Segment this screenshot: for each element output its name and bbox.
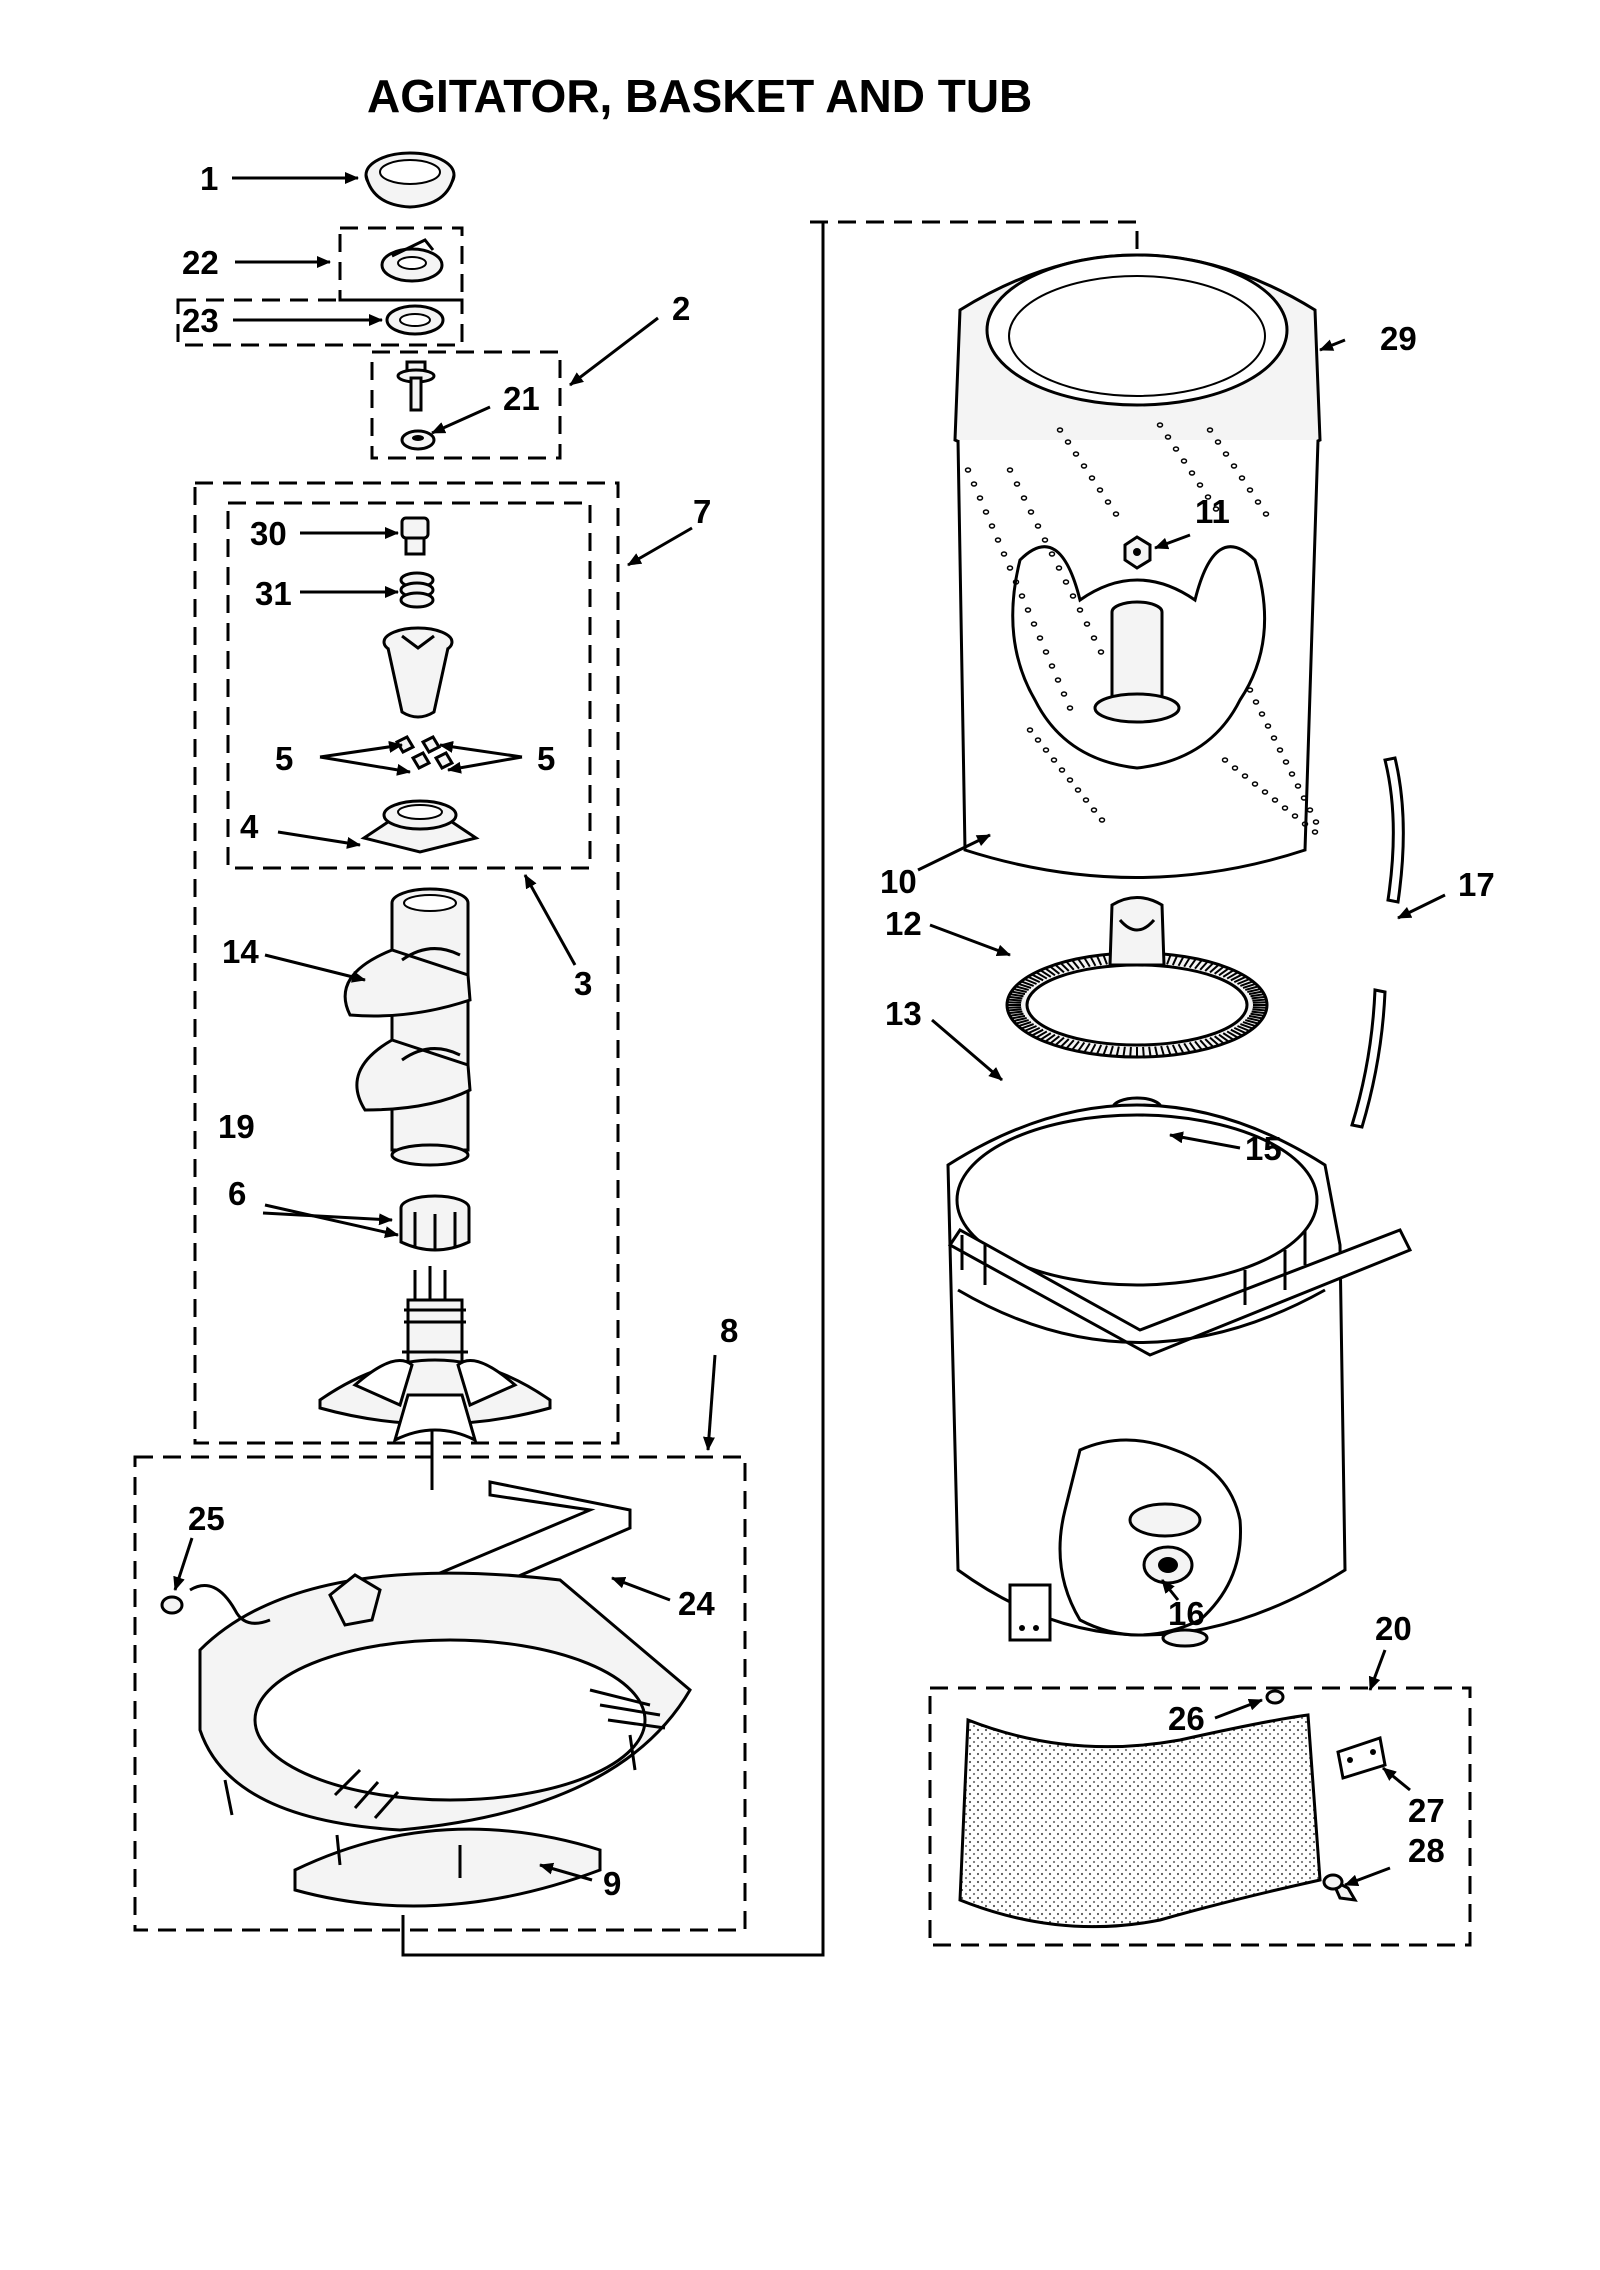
callout-23: 23 <box>182 302 219 339</box>
part-20-panel <box>958 1689 1387 1929</box>
diagram-title: AGITATOR, BASKET AND TUB <box>367 70 1032 122</box>
callout-17: 17 <box>1458 866 1495 903</box>
callout-labels: 1 22 23 2 21 30 31 7 5 5 4 3 14 19 6 8 2… <box>182 160 1495 1902</box>
part-6-base <box>318 1266 552 1443</box>
part-10-basket <box>956 422 1320 879</box>
callout-24: 24 <box>678 1585 715 1622</box>
callout-3: 3 <box>574 965 592 1002</box>
callout-1: 1 <box>200 160 218 197</box>
part-22-clip <box>380 238 444 283</box>
callout-5a: 5 <box>275 740 293 777</box>
part-5-dogs <box>394 735 455 770</box>
part-23-ring <box>385 304 445 336</box>
group-box-8 <box>133 1455 747 1932</box>
part-19-coupling <box>399 1194 471 1252</box>
part-14-auger <box>343 887 472 1167</box>
callout-11: 11 <box>1195 493 1230 530</box>
group-box-22 <box>338 226 464 302</box>
callout-25: 25 <box>188 1500 225 1537</box>
part-17-hose <box>1350 756 1405 1129</box>
callout-22: 22 <box>182 244 219 281</box>
callout-26: 26 <box>1168 1700 1205 1737</box>
part-13-outer-tub <box>946 1103 1413 1648</box>
group-box-2 <box>370 350 562 460</box>
callout-12: 12 <box>885 905 922 942</box>
callout-27: 27 <box>1408 1792 1445 1829</box>
part-31-spring <box>399 571 435 609</box>
part-8-tub-assembly <box>160 1480 692 1908</box>
callout-2: 2 <box>672 290 690 327</box>
callout-14: 14 <box>222 933 259 970</box>
part-21-bolt <box>396 360 436 451</box>
hub-teeth <box>1007 952 1267 1058</box>
callout-31: 31 <box>255 575 292 612</box>
group-box-20 <box>928 1686 1472 1947</box>
callout-6: 6 <box>228 1175 246 1212</box>
callout-16: 16 <box>1168 1595 1205 1632</box>
group-box-23 <box>176 298 464 347</box>
callout-20: 20 <box>1375 1610 1412 1647</box>
group-boxes <box>133 220 1472 1947</box>
callout-10: 10 <box>880 863 917 900</box>
group-box-3 <box>226 501 592 870</box>
callout-7: 7 <box>693 493 711 530</box>
part-30-cap <box>400 516 430 556</box>
callout-28: 28 <box>1408 1832 1445 1869</box>
connector-tub-loop <box>401 222 825 1957</box>
part-11-nut <box>1123 535 1152 570</box>
part-1-cap <box>364 151 456 209</box>
callout-29: 29 <box>1380 320 1417 357</box>
callout-arrows <box>173 172 1446 1887</box>
part-agitator-cam <box>382 626 454 719</box>
basket-perforations <box>964 422 1320 835</box>
callout-30: 30 <box>250 515 287 552</box>
part-12-hub <box>1005 896 1269 1059</box>
part-29-balance-ring <box>953 253 1322 484</box>
callout-4: 4 <box>240 808 259 845</box>
part-4-ring <box>360 799 480 854</box>
callout-5b: 5 <box>537 740 555 777</box>
callout-15: 15 <box>1245 1130 1282 1167</box>
callout-19: 19 <box>218 1108 255 1145</box>
callout-13: 13 <box>885 995 922 1032</box>
callout-8: 8 <box>720 1312 738 1349</box>
group-box-7 <box>193 481 620 1445</box>
callout-9: 9 <box>603 1865 621 1902</box>
callout-21: 21 <box>503 380 540 417</box>
